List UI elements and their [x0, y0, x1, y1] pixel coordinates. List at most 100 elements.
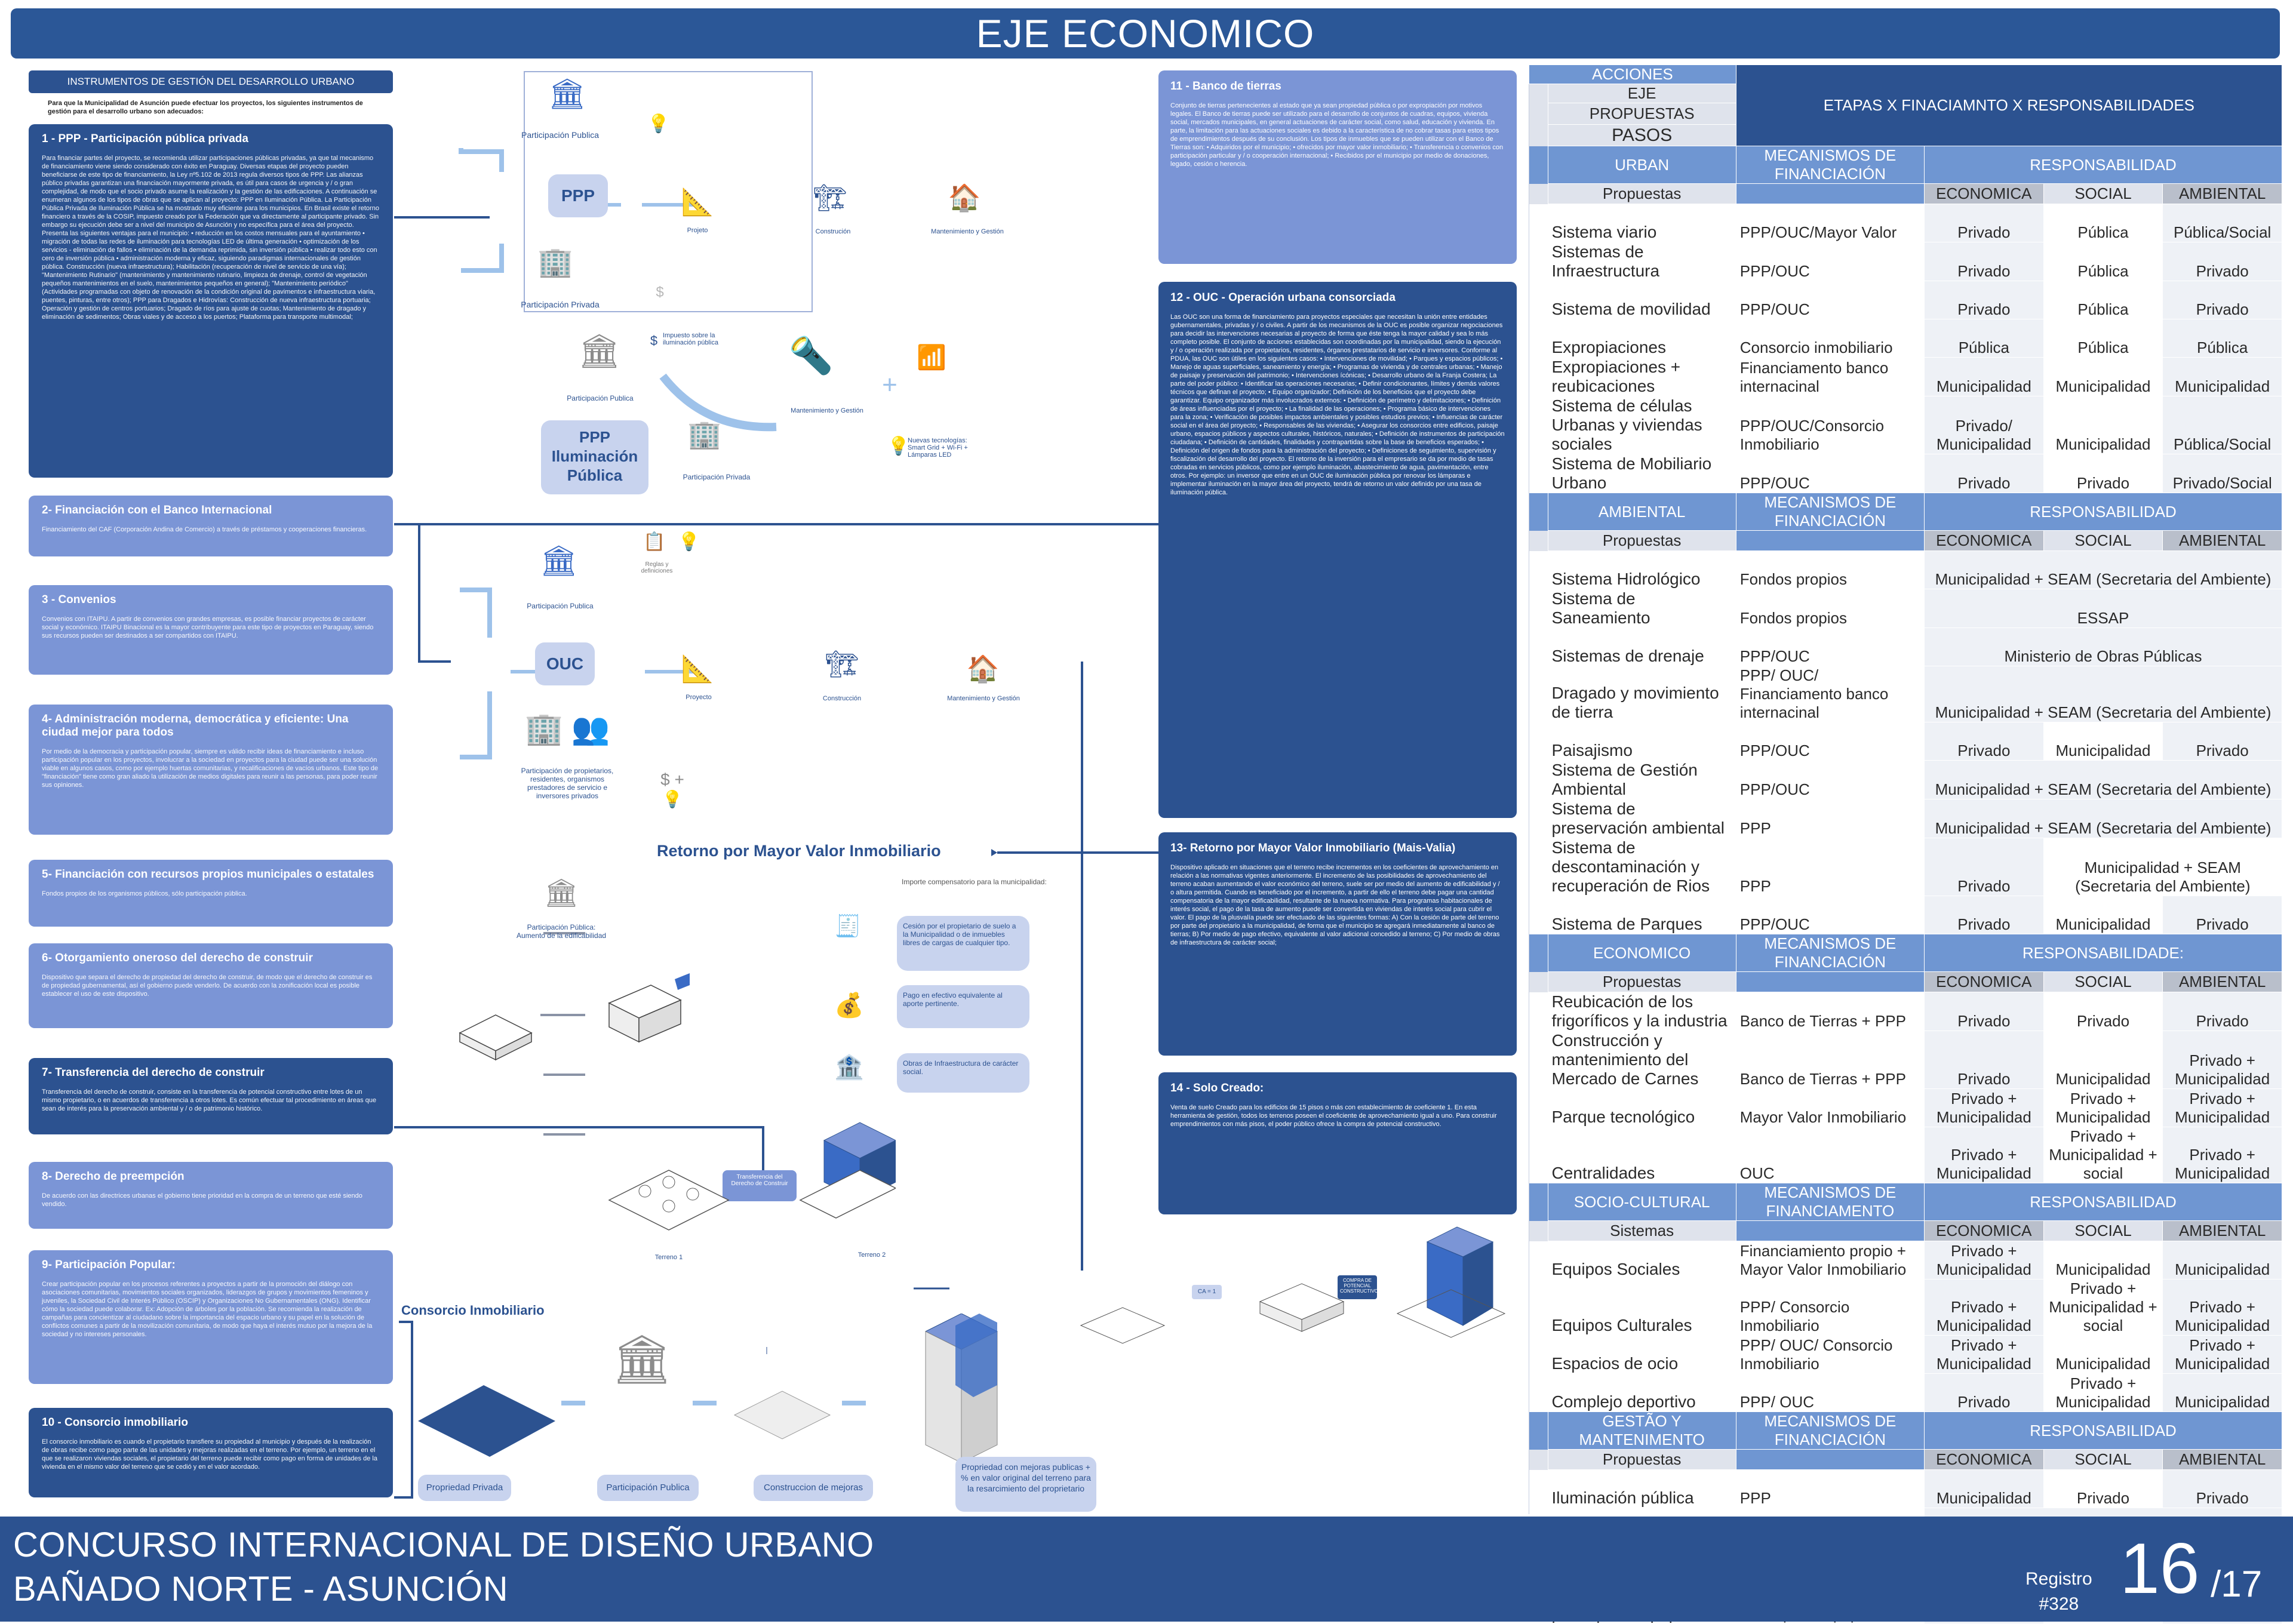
cell-ambiental: Municipalidad: [2162, 1241, 2282, 1279]
cell-social: Municipalidad: [2043, 896, 2163, 934]
label-participacion-publica-2: Participación Publica: [567, 394, 634, 402]
land-money-icon: 🧾: [834, 914, 862, 938]
cell-responsabilidad: ESSAP: [1924, 589, 2282, 628]
column-financiacion: [1735, 530, 1925, 551]
instrument-box-4: 4- Administración moderna, democrática y…: [29, 705, 393, 835]
consorcio-title: Consorcio Inmobiliario: [401, 1303, 545, 1318]
section-responsabilidad: RESPONSABILIDAD: [1924, 1183, 2282, 1221]
section-name: AMBIENTAL: [1547, 493, 1736, 531]
cell-economica: Privado: [1924, 204, 2044, 242]
label-proyecto: Projeto: [687, 227, 708, 234]
instrument-title: 10 - Consorcio inmobiliario: [42, 1416, 188, 1429]
cell-social-ambiental: Municipalidad + SEAM (Secretaria del Amb…: [2043, 838, 2283, 896]
cell-ambiental: Pública: [2162, 319, 2282, 358]
table-row: Reubicación de los frigoríficos y la ind…: [1529, 992, 2282, 1031]
label-prop-mejoras: Propriedad con mejoras publicas + % en v…: [955, 1457, 1096, 1512]
page-title: EJE ECONOMICO: [11, 8, 2280, 59]
cell-social: Privado + Municipalidad: [2043, 1088, 2163, 1127]
column-propuestas: Sistemas: [1547, 1220, 1736, 1241]
label-construccion: Construción: [815, 228, 851, 235]
cell-propuesta: Espacios de ocio: [1547, 1335, 1736, 1374]
label-construccion-mejoras: Construccion de mejoras: [754, 1475, 873, 1501]
instrument-body: Financiamiento del CAF (Corporación Andi…: [42, 526, 367, 533]
cell-economica: Privado + Municipalidad: [1924, 1335, 2044, 1374]
column-propuestas: Propuestas: [1547, 530, 1736, 551]
column-ambiental: AMBIENTAL: [2162, 1449, 2282, 1470]
footer-title-line1: CONCURSO INTERNACIONAL DE DISEÑO URBANO: [13, 1525, 874, 1564]
cell-ambiental: Privado: [2162, 281, 2282, 319]
cell-propuesta: Complejo deportivo: [1547, 1373, 1736, 1412]
column-ambiental: AMBIENTAL: [2162, 1220, 2282, 1241]
instrument-title: 8- Derecho de preempción: [42, 1170, 185, 1183]
note-pago: Pago en efectivo equivalente al aporte p…: [897, 985, 1029, 1028]
column-ambiental: AMBIENTAL: [2162, 971, 2282, 992]
cell-ambiental: Pública/Social: [2162, 204, 2282, 242]
diagram-connectors: [394, 71, 1158, 1499]
ppp-node: PPP: [548, 174, 608, 217]
cell-propuesta: Expropiaciones + reubicaciones: [1547, 357, 1736, 396]
project-icon: 📐: [681, 187, 714, 217]
registro: Registro #328: [2025, 1567, 2092, 1617]
header-pasos: PASOS: [1547, 124, 1736, 146]
column-economica: ECONOMICA: [1924, 530, 2044, 551]
header-propuestas: PROPUESTAS: [1547, 103, 1736, 125]
streetlight-icon: 🔦: [788, 336, 834, 376]
section-responsabilidad: RESPONSABILIDAD: [1924, 1411, 2282, 1450]
cell-propuesta: Sistema de Mobiliario Urbano: [1547, 454, 1736, 493]
cell-ambiental: Privado + Municipalidad: [2162, 1127, 2282, 1183]
checklist-icon: 📋: [643, 532, 666, 552]
label-participacion-privada-2: Participación Privada: [683, 473, 751, 481]
instrument-body: Conjunto de tierras pertenecientes al es…: [1170, 102, 1504, 168]
cell-propuesta: Sistemas de drenaje: [1547, 628, 1736, 666]
isometric-blocks: [459, 973, 690, 1061]
cell-propuesta: Sistema de células Urbanas y viviendas s…: [1547, 396, 1736, 454]
cell-ambiental: Privado + Municipalidad: [2162, 1031, 2282, 1089]
instrument-body: Transferencia del derecho de construir, …: [42, 1088, 377, 1112]
house-gear-icon: 🏠: [948, 183, 981, 213]
instrument-body: Dispositivo aplicado en situaciones que …: [1170, 864, 1500, 946]
column-financiacion: [1735, 971, 1925, 992]
instruments-intro: Para que la Municipalidad de Asunción pu…: [48, 100, 363, 115]
instrument-title: 11 - Banco de tierras: [1170, 80, 1281, 93]
cell-propuesta: Equipos Sociales: [1547, 1241, 1736, 1279]
bank-grey-icon: 🏛: [611, 1333, 672, 1386]
registro-label: Registro: [2025, 1569, 2092, 1589]
cell-economica: Municipalidad: [1924, 357, 2044, 396]
cell-economica: Privado: [1924, 1373, 2044, 1412]
ppp-iluminacion-node: PPP Iluminación Pública: [541, 420, 648, 494]
cell-mecanismo: PPP: [1735, 799, 1925, 838]
cell-ambiental: Municipalidad: [2162, 1373, 2282, 1412]
instrument-box-11: 11 - Banco de tierras Conjunto de tierra…: [1158, 70, 1517, 264]
cell-responsabilidad: Municipalidad + SEAM (Secretaria del Amb…: [1924, 666, 2282, 722]
cell-mecanismo: PPP/ OUC/ Financiamento banco internacin…: [1735, 666, 1925, 722]
building-icon: 🏢: [524, 712, 564, 746]
cell-mecanismo: PPP/OUC: [1735, 760, 1925, 799]
instrument-box-6: 6- Otorgamiento oneroso del derecho de c…: [29, 943, 393, 1028]
column-ambiental: AMBIENTAL: [2162, 183, 2282, 204]
label-mantenimiento-2: Mantenimiento y Gestión: [791, 407, 863, 414]
cell-economica: Privado: [1924, 722, 2044, 761]
cell-mecanismo: PPP/OUC: [1735, 896, 1925, 934]
label-aumento: Participación Pública: Aumento de la edi…: [516, 923, 607, 940]
label-terreno2: Terreno 2: [857, 1251, 886, 1259]
cell-mecanismo: Banco de Tierras + PPP: [1735, 1031, 1925, 1089]
bank-money-icon: 🏦: [834, 1054, 864, 1081]
building-icon: 🏢: [537, 247, 573, 278]
cell-propuesta: Dragado y movimiento de tierra: [1547, 666, 1736, 722]
cell-ambiental: Privado: [2162, 992, 2282, 1031]
money-bag-icon: 💰: [834, 992, 864, 1019]
instrument-title: 13- Retorno por Mayor Valor Inmobiliario…: [1170, 842, 1456, 854]
label-nuevas-tecnologias: Nuevas tecnologías: Smart Grid + Wi-Fi +…: [908, 437, 968, 459]
cell-mecanismo: Consorcio inmobiliario: [1735, 319, 1925, 358]
cell-mecanismo: Financiamento banco internacinal: [1735, 357, 1925, 396]
cell-mecanismo: Financiamiento propio + Mayor Valor Inmo…: [1735, 1241, 1925, 1279]
column-social: SOCIAL: [2043, 1449, 2163, 1470]
instrument-box-14: 14 - Solo Creado: Venta de suelo Creado …: [1158, 1072, 1517, 1214]
